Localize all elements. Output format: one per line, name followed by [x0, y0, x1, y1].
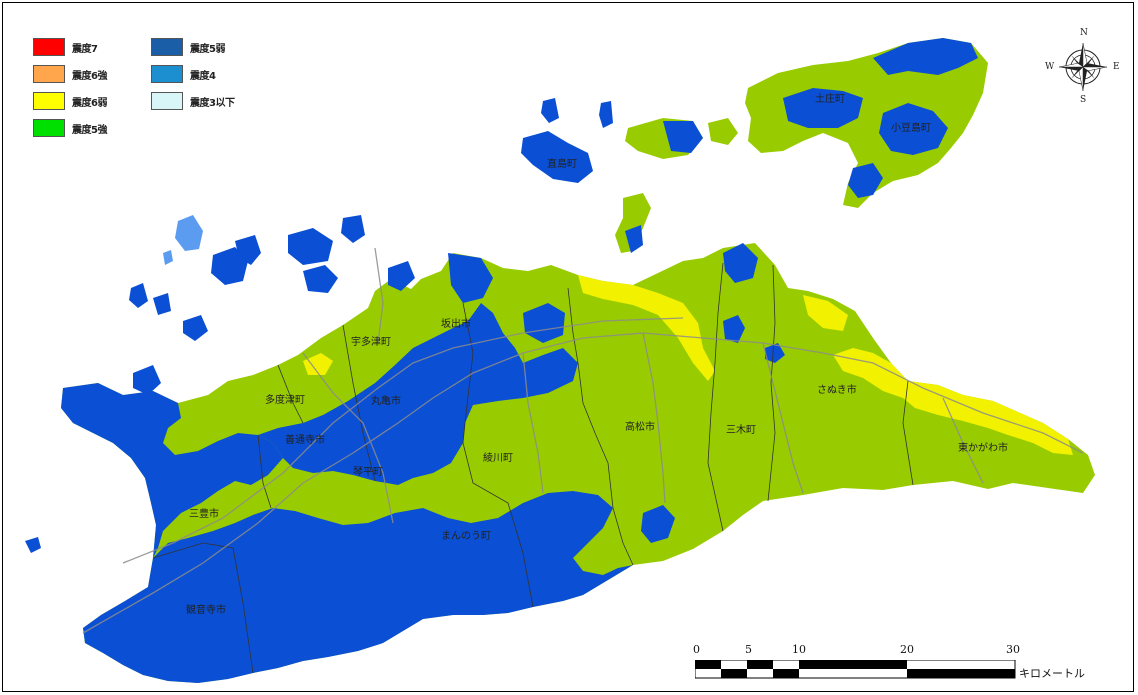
compass-e: E: [1113, 62, 1120, 72]
yellow-zone-east-coast: [833, 348, 1073, 455]
place-shodoshima: 小豆島町: [891, 123, 931, 134]
island-n-west: [163, 250, 173, 265]
compass-n: N: [1080, 28, 1088, 38]
island-w1: [175, 215, 203, 251]
island-w3: [235, 235, 261, 265]
shodoshima-blue-2: [783, 88, 863, 128]
island-w7: [129, 283, 148, 308]
island-w8: [153, 293, 171, 315]
scale-tick-5: 5: [745, 643, 752, 656]
legend-swatch: [33, 38, 65, 56]
place-naoshima: 直島町: [547, 159, 577, 170]
place-sakaide: 坂出市: [441, 319, 471, 330]
place-marugame: 丸亀市: [371, 396, 401, 407]
scale-tick-20: 20: [900, 643, 914, 656]
legend-label: 震度5弱: [190, 43, 225, 55]
place-kotohira: 琴平町: [353, 467, 383, 478]
island-east-small: [615, 193, 651, 253]
legend-swatch: [151, 38, 183, 56]
compass-rose-icon: [1058, 42, 1108, 92]
legend-item-int4: 震度4: [151, 65, 216, 83]
place-miki: 三木町: [726, 425, 756, 436]
scale-tick-0: 0: [693, 643, 700, 656]
place-manno: まんのう町: [441, 531, 491, 542]
blue-zone-small-4: [723, 243, 758, 283]
island-w5: [341, 215, 365, 243]
island-w4: [288, 228, 333, 265]
island-teshima: [708, 118, 738, 145]
shodoshima-blue-1: [873, 38, 978, 75]
shodoshima-blue-3: [879, 103, 948, 155]
blue-zone-small-2: [723, 315, 745, 343]
blue-zone-sakaide: [523, 303, 565, 343]
scale-tick-30: 30: [1006, 643, 1020, 656]
place-mitoyo: 三豊市: [189, 509, 219, 520]
blue-zone-kotohira: [378, 375, 458, 435]
place-sanuki: さぬき市: [817, 385, 857, 396]
place-higashikagawa: 東かがわ市: [958, 443, 1008, 454]
legend-label: 震度4: [190, 70, 216, 82]
legend-label: 震度6弱: [72, 97, 107, 109]
place-ayagawa: 綾川町: [483, 453, 513, 464]
legend-item-int7: 震度7: [33, 38, 98, 56]
island-w11: [388, 261, 415, 291]
shodoshima-blue-4: [848, 163, 883, 198]
yellow-zone-sanuki: [803, 295, 848, 331]
legend-item-int3: 震度3以下: [151, 92, 235, 110]
scale-tick-10: 10: [792, 643, 806, 656]
legend-swatch: [151, 92, 183, 110]
place-kanonji: 観音寺市: [186, 605, 226, 616]
blue-zone-small-3: [765, 343, 785, 363]
yellow-zone-utazu: [303, 353, 333, 375]
island-naoshima-north: [541, 98, 559, 123]
legend-label: 震度6強: [72, 70, 107, 82]
place-takamatsu: 高松市: [625, 422, 655, 433]
island-w10: [133, 365, 161, 395]
municipal-borders: [152, 262, 914, 674]
shodoshima-land: [745, 38, 988, 208]
legend-label: 震度3以下: [190, 97, 235, 109]
road-network: [82, 247, 1084, 634]
legend-swatch: [33, 65, 65, 83]
blue-zone-small-1: [641, 505, 675, 543]
legend-swatch: [151, 65, 183, 83]
compass-w: W: [1045, 62, 1055, 72]
island-east-small-blue: [625, 225, 643, 253]
island-megijima-blue: [663, 121, 703, 153]
legend-item-int5l: 震度5弱: [151, 38, 225, 56]
island-naoshima: [521, 131, 593, 183]
legend-swatch: [33, 92, 65, 110]
blue-zone-ayagawa-north: [448, 253, 493, 303]
scale-bar: [695, 660, 1016, 679]
legend-swatch: [33, 119, 65, 137]
yellow-zone-takamatsu: [578, 275, 715, 381]
place-utazu: 宇多津町: [351, 337, 391, 348]
place-zentsuji: 善通寺市: [285, 435, 325, 446]
legend-label: 震度5強: [72, 124, 107, 136]
island-w12: [25, 537, 41, 553]
legend-item-int6l: 震度6弱: [33, 92, 107, 110]
island-w6: [303, 265, 338, 293]
compass-s: S: [1080, 95, 1087, 105]
island-w9: [183, 315, 208, 341]
legend-label: 震度7: [72, 43, 98, 55]
scale-unit: キロメートル: [1019, 667, 1085, 680]
island-small-n1: [599, 101, 613, 128]
place-tonosho: 土庄町: [815, 94, 845, 105]
blue-zone-south: [83, 491, 633, 683]
blue-zone-west: [61, 383, 283, 558]
legend-item-int6u: 震度6強: [33, 65, 107, 83]
place-tadotsu: 多度津町: [265, 395, 305, 406]
legend-item-int5u: 震度5強: [33, 119, 107, 137]
intensity-map: [25, 38, 1095, 683]
